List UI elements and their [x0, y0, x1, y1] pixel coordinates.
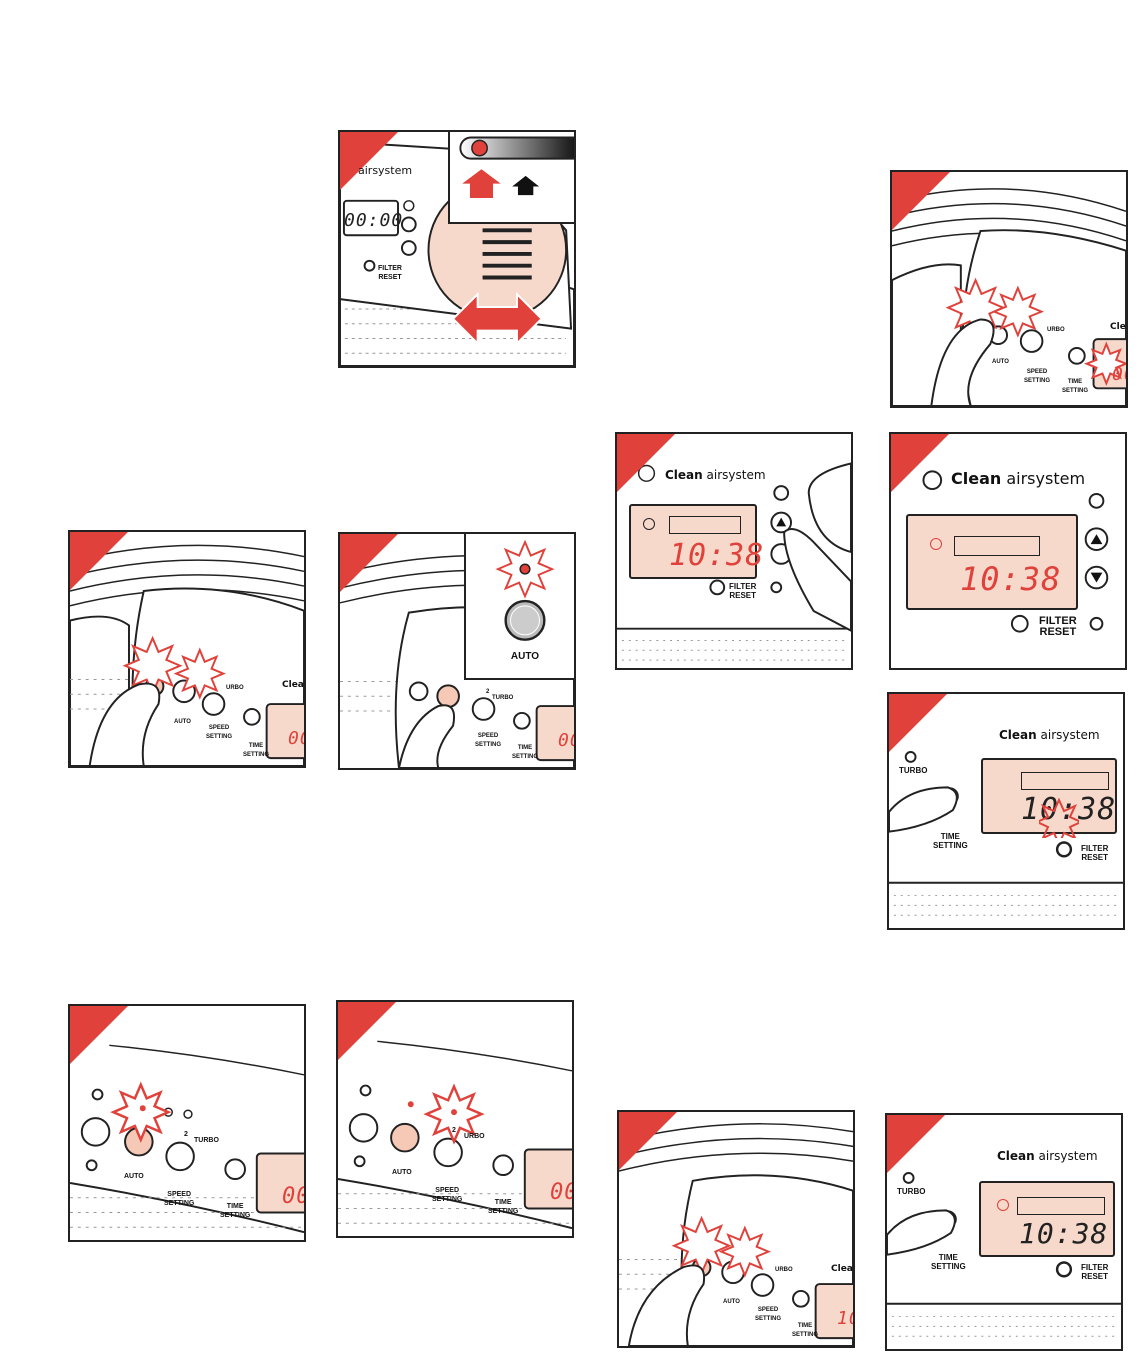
panel-power-off: URBO Clean AUTO SPEED SETTING TIME SETTI…: [617, 1110, 855, 1348]
corner-marker: [615, 432, 677, 494]
corner-marker: [338, 130, 400, 192]
speed-two-label: 2: [184, 1130, 188, 1139]
brand-logo: Clean airsystem: [999, 728, 1100, 742]
speed-setting-label: SPEED SETTING: [475, 732, 501, 750]
speed-two-label: 2: [452, 1126, 456, 1135]
time-setting-label: TIME SETTING: [243, 742, 269, 760]
speed-two-label: 2: [486, 688, 489, 697]
lcd-display: 10:38: [979, 1181, 1115, 1257]
panel-vent-slider: airsystem 00:00 FILTER RESET: [338, 130, 576, 368]
time-setting-label: TIME SETTING: [220, 1202, 250, 1220]
clock-icon: [643, 518, 655, 530]
starburst-icon: [1039, 798, 1079, 838]
time-setting-label: TIME SETTING: [933, 832, 968, 850]
turbo-label: TURBO: [492, 694, 513, 703]
vent-level-inset: [448, 130, 576, 224]
house-icon: [462, 169, 500, 198]
auto-label: AUTO: [723, 1298, 740, 1307]
panel-time-setting-flash: Clean airsystem TURBO TIME SETTING 10:38…: [887, 692, 1125, 930]
finger-icon: [889, 787, 957, 831]
house-icon: [512, 176, 539, 195]
brand-logo: Clean airsystem: [997, 1149, 1098, 1163]
time-display: 10:38: [1019, 1217, 1108, 1250]
filter-reset-label: FILTER RESET: [1039, 616, 1077, 638]
lcd-display: 10:38: [906, 514, 1078, 610]
brand-logo-partial: Clean: [282, 680, 306, 690]
panel-set-time-up: Clean airsystem 10:38 FILTER RESET: [615, 432, 853, 670]
time-display: 00:00: [344, 210, 403, 231]
turbo-label: URBO: [1047, 326, 1065, 335]
turbo-label: URBO: [226, 684, 244, 693]
display-partial: 00: [288, 728, 306, 749]
corner-marker: [336, 1000, 398, 1062]
speed-setting-label: SPEED SETTING: [1024, 368, 1050, 386]
turbo-label: TURBO: [194, 1136, 219, 1145]
panel-speed-setting: 2 URBO AUTO SPEED SETTING TIME SETTING 0…: [336, 1000, 574, 1238]
turbo-label: TURBO: [899, 766, 927, 775]
corner-marker: [889, 432, 951, 494]
display-partial: 00: [558, 730, 576, 751]
filter-reset-label: FILTER RESET: [378, 264, 402, 282]
auto-label: AUTO: [174, 718, 191, 727]
auto-label: AUTO: [124, 1172, 144, 1181]
display-partial: 10: [837, 1308, 855, 1329]
speed-setting-label: SPEED SETTING: [164, 1190, 194, 1208]
auto-label: AUTO: [992, 358, 1009, 367]
corner-marker: [885, 1113, 947, 1175]
lcd-display: 10:38: [629, 504, 757, 579]
speed-setting-label: SPEED SETTING: [206, 724, 232, 742]
time-display: 10:38: [960, 560, 1061, 598]
corner-marker: [890, 170, 952, 232]
turbo-label: TURBO: [897, 1187, 925, 1196]
panel-display-closeup: Clean airsystem 10:38 FILTER RESET: [889, 432, 1127, 670]
time-setting-label: TIME SETTING: [931, 1253, 966, 1271]
brand-logo: Clean airsystem: [665, 468, 766, 482]
up-arrow-icon: [1086, 528, 1108, 550]
corner-marker: [338, 532, 400, 594]
finger-icon: [887, 1210, 955, 1254]
panel-power-on-right: Clean AUTO SPEED SETTING TIME SETTING UR…: [890, 170, 1128, 408]
brand-logo-partial: airsystem: [358, 164, 412, 177]
clock-icon: [774, 486, 788, 500]
starburst-icon: [113, 1085, 168, 1140]
auto-inset-label: AUTO: [466, 652, 576, 661]
clock-icon: [1090, 494, 1104, 508]
corner-marker: [887, 692, 949, 754]
display-partial: 00: [1112, 364, 1128, 385]
display-partial: 00: [282, 1184, 306, 1209]
corner-marker: [617, 1110, 679, 1172]
brand-logo-partial: Clean: [1110, 322, 1128, 332]
display-partial: 00: [550, 1180, 574, 1205]
clock-icon: [997, 1199, 1009, 1211]
panel-power-on-left: URBO Clean AUTO SPEED SETTING TIME SETTI…: [68, 530, 306, 768]
filter-reset-label: FILTER RESET: [1081, 1263, 1108, 1281]
clock-icon: [930, 538, 942, 550]
auto-inset: AUTO: [464, 532, 576, 680]
panel-auto-mode: 2 TURBO SPEED SETTING TIME SETTING 00 AU…: [338, 532, 576, 770]
corner-marker: [68, 530, 130, 592]
filter-reset-label: FILTER RESET: [1081, 844, 1108, 862]
time-setting-label: TIME SETTING: [512, 744, 538, 762]
time-setting-label: TIME SETTING: [488, 1198, 518, 1216]
panel-auto-pressed: 2 TURBO AUTO SPEED SETTING TIME SETTING …: [68, 1004, 306, 1242]
turbo-label: URBO: [464, 1132, 485, 1141]
speed-setting-label: SPEED SETTING: [432, 1186, 462, 1204]
brand-logo-partial: Clean: [831, 1264, 855, 1274]
filter-reset-label: FILTER RESET: [729, 582, 756, 600]
time-display: 10:38: [669, 538, 764, 573]
panel-time-setting-confirm: Clean airsystem TURBO TIME SETTING 10:38…: [885, 1113, 1123, 1351]
turbo-label: URBO: [775, 1266, 793, 1275]
down-arrow-icon: [1086, 567, 1108, 589]
auto-label: AUTO: [392, 1168, 412, 1177]
time-setting-label: TIME SETTING: [1062, 378, 1088, 396]
corner-marker: [68, 1004, 130, 1066]
brand-text: airsystem: [358, 164, 412, 177]
speed-setting-label: SPEED SETTING: [755, 1306, 781, 1324]
time-setting-label: TIME SETTING: [792, 1322, 818, 1340]
brand-logo: Clean airsystem: [951, 469, 1085, 488]
